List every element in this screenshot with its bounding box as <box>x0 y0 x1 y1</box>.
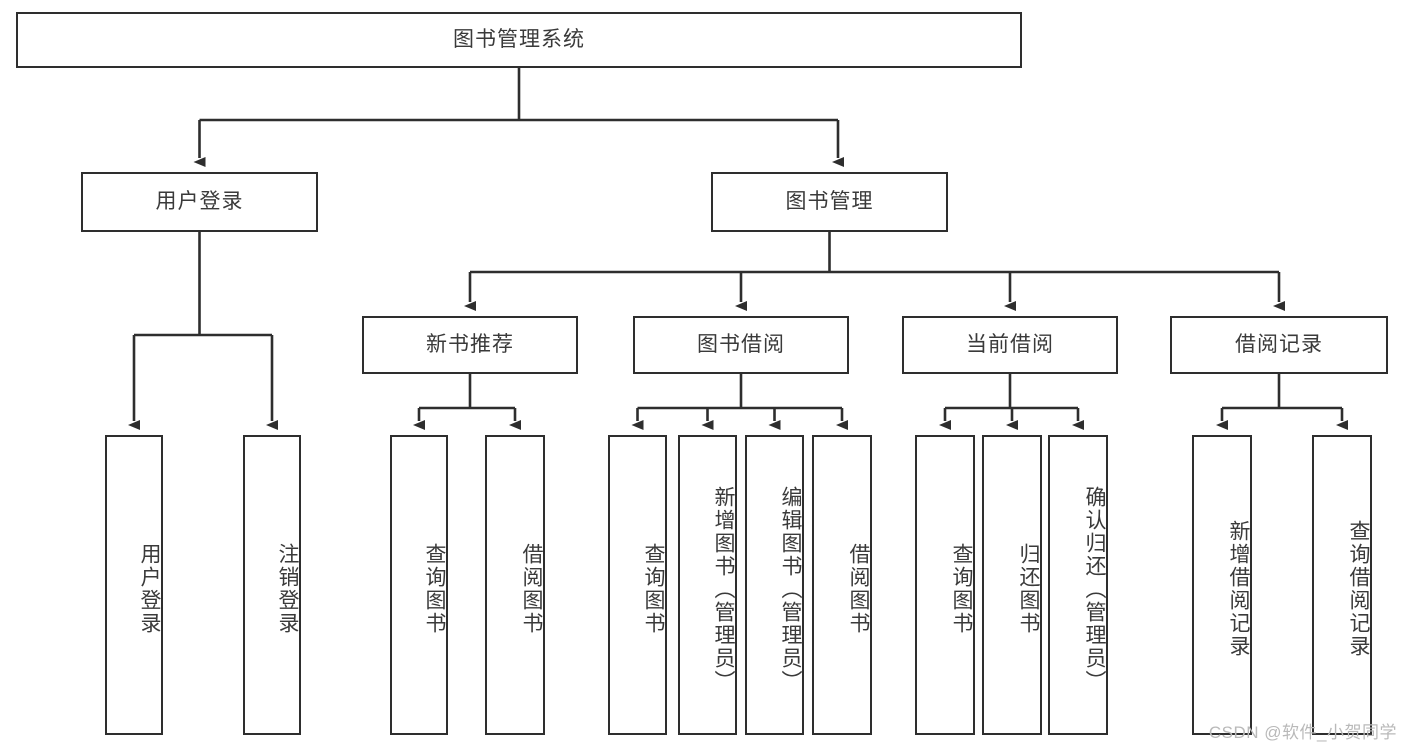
node-label: 新增图书（管理员） <box>712 485 735 693</box>
node-label: 用户登录 <box>138 543 161 635</box>
node-label: 查询图书 <box>950 543 973 635</box>
node-root-system[interactable]: 图书管理系统 <box>16 12 1022 68</box>
node-leaf-query-borrow-record[interactable]: 查询借阅记录 <box>1312 435 1372 735</box>
node-leaf-borrow-book-recommend[interactable]: 借阅图书 <box>485 435 545 735</box>
watermark: CSDN @软件_小贺同学 <box>1208 723 1397 742</box>
node-label: 确认归还（管理员） <box>1083 485 1106 693</box>
node-book-borrow[interactable]: 图书借阅 <box>633 316 849 374</box>
node-label: 图书借阅 <box>697 333 785 357</box>
node-label: 查询图书 <box>642 543 665 635</box>
node-label: 查询借阅记录 <box>1347 520 1370 658</box>
node-label: 归还图书 <box>1017 543 1040 635</box>
node-user-login[interactable]: 用户登录 <box>81 172 318 232</box>
node-label: 当前借阅 <box>966 333 1054 357</box>
node-leaf-edit-book[interactable]: 编辑图书（管理员） <box>745 435 804 735</box>
node-label: 借阅图书 <box>520 543 543 635</box>
node-label: 新增借阅记录 <box>1227 520 1250 658</box>
edges-borrow-record <box>1216 374 1348 430</box>
node-leaf-add-book[interactable]: 新增图书（管理员） <box>678 435 737 735</box>
node-label: 注销登录 <box>276 543 299 635</box>
edges-new-book-recommend <box>413 374 521 430</box>
node-leaf-query-book-recommend[interactable]: 查询图书 <box>390 435 448 735</box>
node-new-book-recommend[interactable]: 新书推荐 <box>362 316 578 374</box>
node-label: 借阅记录 <box>1235 333 1323 357</box>
node-leaf-borrow-book[interactable]: 借阅图书 <box>812 435 872 735</box>
node-leaf-query-book-borrow[interactable]: 查询图书 <box>608 435 667 735</box>
edges-current-borrow <box>939 374 1084 430</box>
node-label: 新书推荐 <box>426 333 514 357</box>
edges-root <box>193 68 844 167</box>
node-current-borrow[interactable]: 当前借阅 <box>902 316 1118 374</box>
node-leaf-confirm-return[interactable]: 确认归还（管理员） <box>1048 435 1108 735</box>
node-label: 用户登录 <box>155 190 244 214</box>
node-label: 图书管理系统 <box>453 28 585 52</box>
node-book-management[interactable]: 图书管理 <box>711 172 948 232</box>
node-leaf-return-book[interactable]: 归还图书 <box>982 435 1042 735</box>
edges-user-login <box>128 232 278 430</box>
node-label: 编辑图书（管理员） <box>779 485 802 693</box>
node-label: 图书管理 <box>785 190 874 214</box>
node-label: 查询图书 <box>423 543 446 635</box>
node-borrow-record[interactable]: 借阅记录 <box>1170 316 1388 374</box>
node-label: 借阅图书 <box>847 543 870 635</box>
edges-book-management <box>464 232 1285 311</box>
node-leaf-user-login[interactable]: 用户登录 <box>105 435 163 735</box>
node-leaf-add-borrow-record[interactable]: 新增借阅记录 <box>1192 435 1252 735</box>
edges-book-borrow <box>631 374 848 430</box>
node-leaf-logout[interactable]: 注销登录 <box>243 435 301 735</box>
node-leaf-query-book-current[interactable]: 查询图书 <box>915 435 975 735</box>
